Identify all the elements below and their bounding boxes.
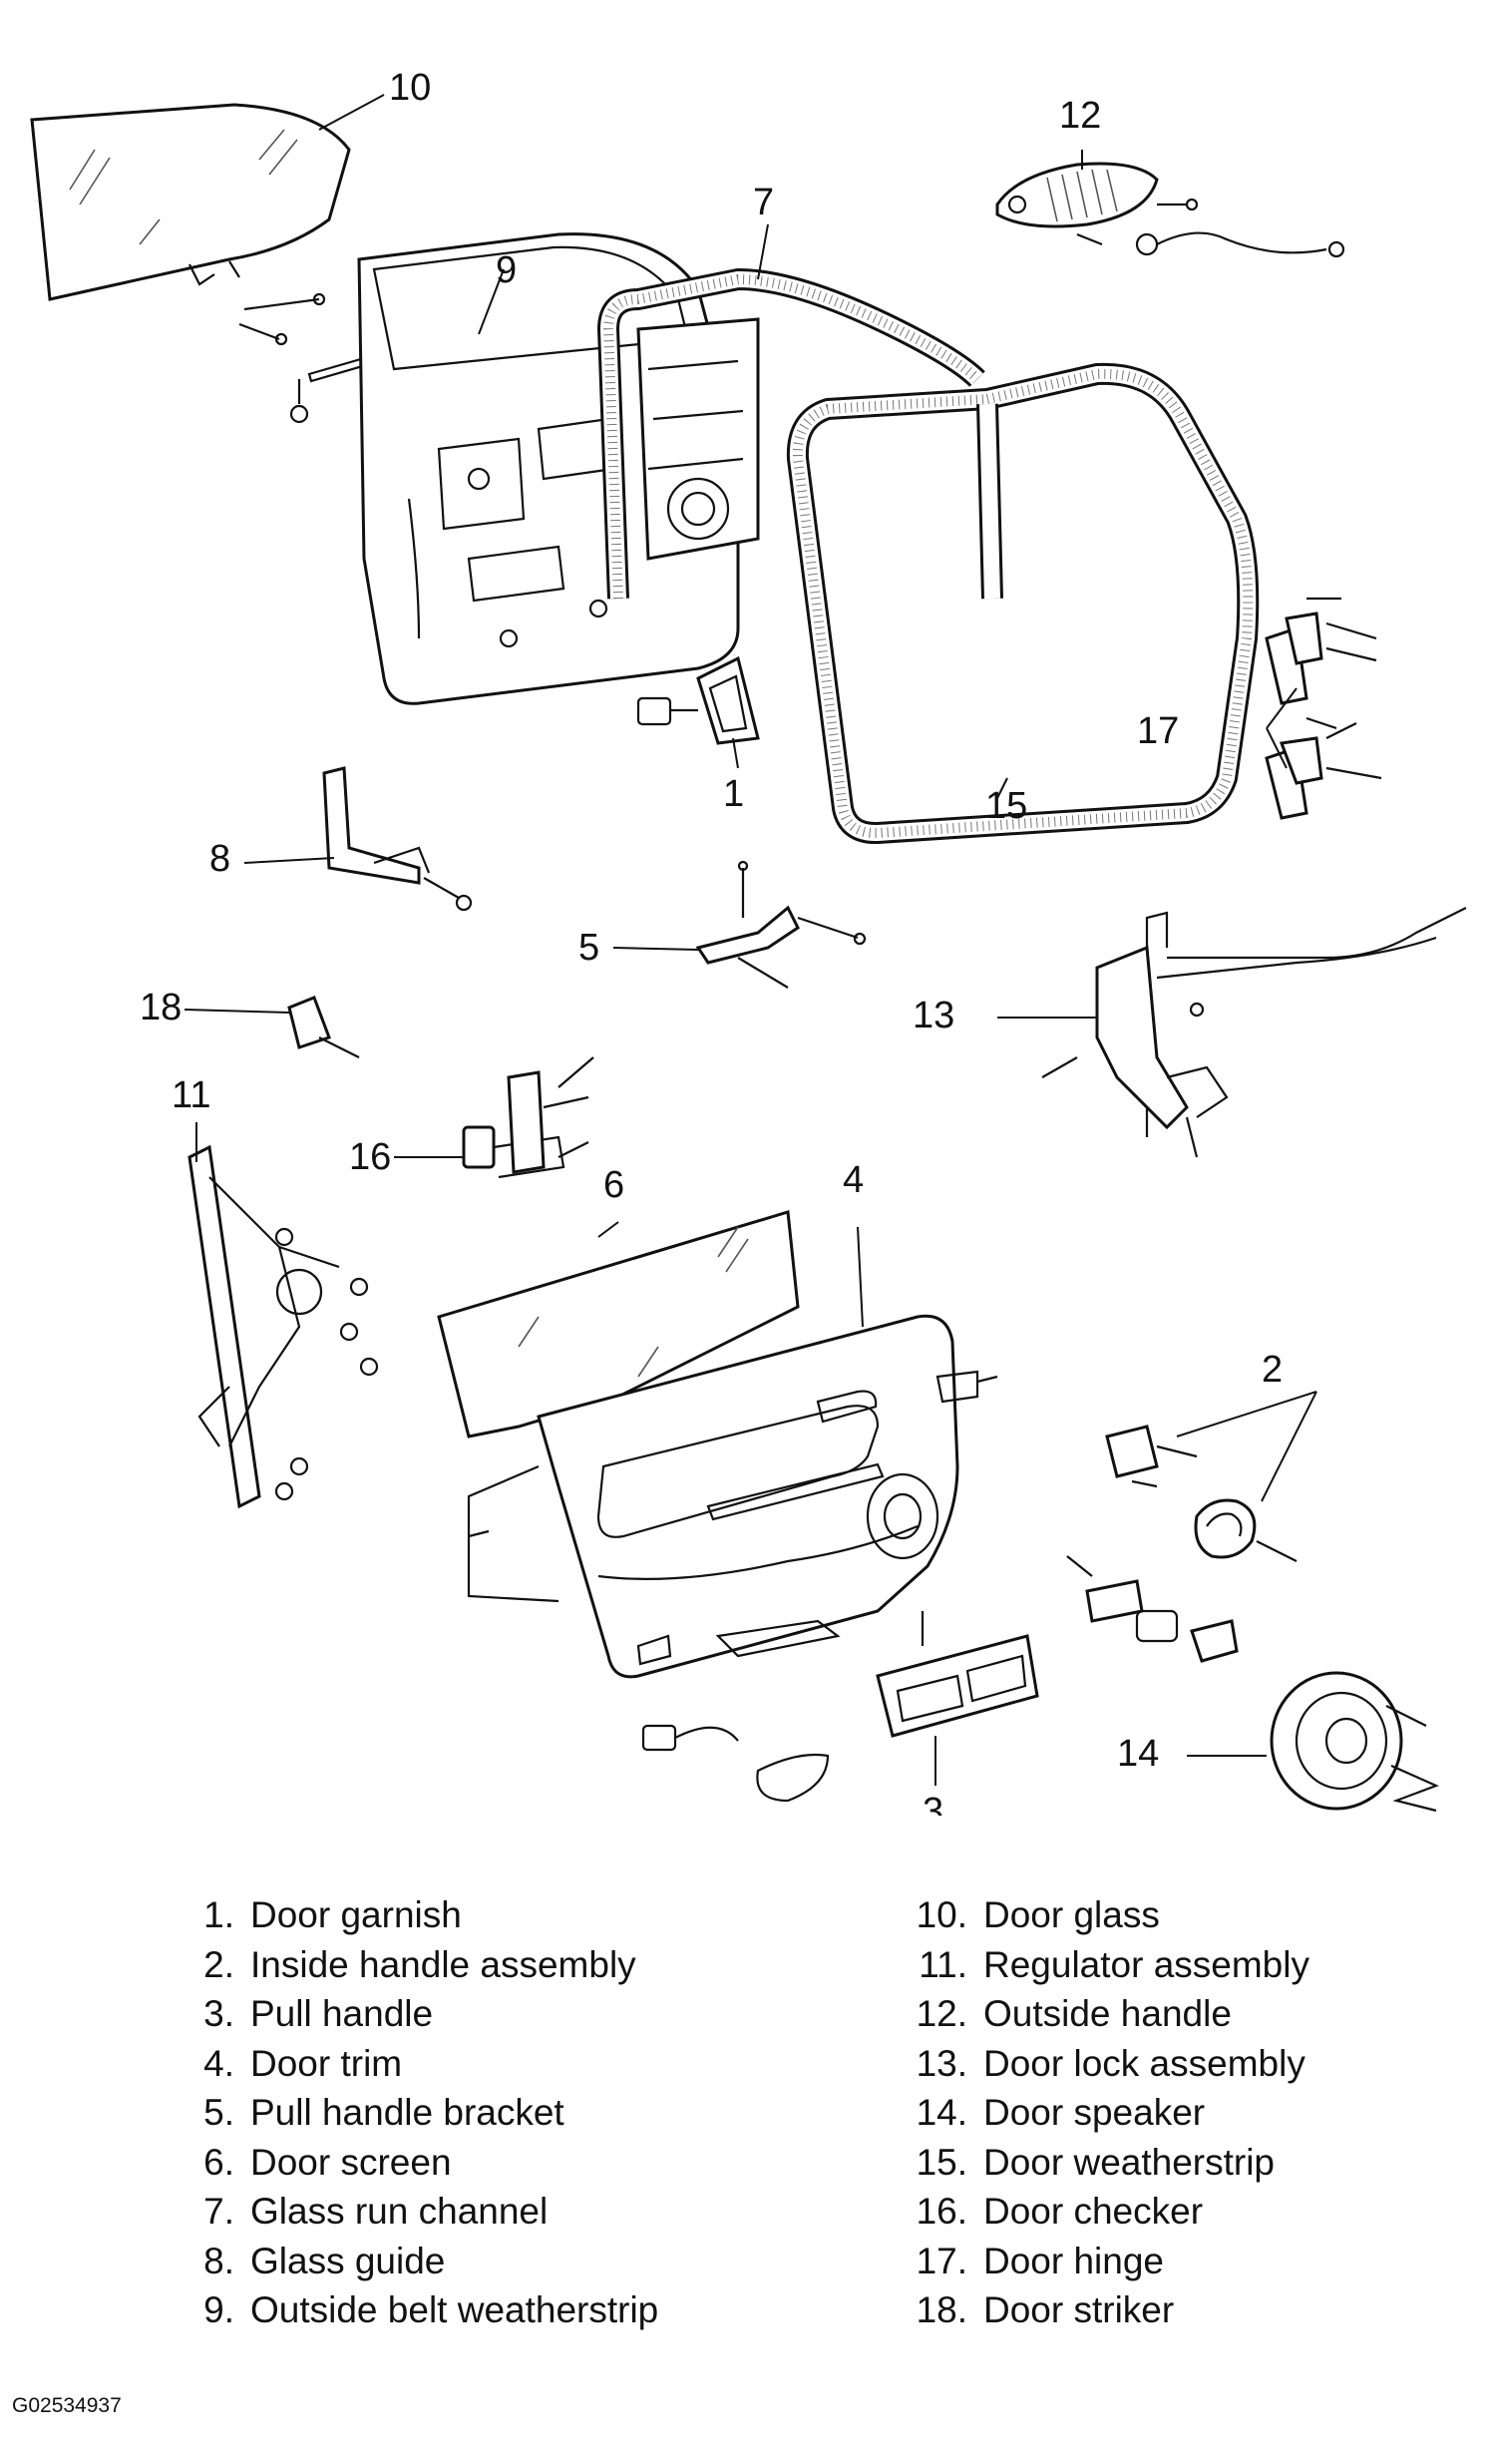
legend-num: 18. (916, 2289, 967, 2330)
leader-lines (184, 94, 1317, 1786)
callout-10: 10 (389, 67, 431, 109)
door-speaker-drawing (1270, 1671, 1439, 1813)
callout-15: 15 (985, 785, 1027, 827)
callout-12: 12 (1059, 95, 1101, 137)
legend-item-1: 1. Door garnish (175, 1890, 658, 1940)
legend-left-column: 1.Door garnish 2.Inside handle assembly … (175, 1890, 658, 2335)
legend-label: Pull handle bracket (250, 2092, 564, 2133)
legend-label: Door speaker (983, 2092, 1206, 2133)
legend-num: 9. (203, 2289, 234, 2330)
legend-item-6: 6. Door screen (175, 2138, 658, 2188)
callout-4: 4 (843, 1159, 864, 1201)
legend-label: Inside handle assembly (250, 1943, 636, 1985)
legend-num: 13. (916, 2042, 967, 2084)
door-striker-drawing (287, 996, 360, 1058)
pull-handle-drawing (876, 1611, 1039, 1738)
legend-num: 2. (203, 1943, 234, 1985)
legend-item-10: 10. Door glass (893, 1890, 1309, 1940)
legend-label: Door checker (983, 2191, 1204, 2232)
legend-num: 10. (916, 1894, 967, 1935)
legend-item-12: 12. Outside handle (893, 1989, 1309, 2039)
legend-num: 12. (916, 1993, 967, 2034)
legend-item-2: 2. Inside handle assembly (175, 1940, 658, 1990)
legend-num: 5. (203, 2092, 234, 2133)
door-hinge-drawing (1265, 597, 1382, 820)
callout-5: 5 (578, 927, 599, 969)
door-outer-sheet-drawing (636, 317, 760, 561)
door-garnish-drawing (636, 655, 760, 745)
legend-item-9: 9. Outside belt weatherstrip (175, 2285, 658, 2335)
legend-label: Door hinge (983, 2240, 1165, 2281)
legend-num: 14. (916, 2092, 967, 2133)
legend-label: Door trim (250, 2042, 403, 2084)
callout-16: 16 (349, 1136, 391, 1178)
callout-18: 18 (140, 987, 182, 1028)
legend-label: Outside belt weatherstrip (250, 2289, 659, 2330)
legend-label: Pull handle (250, 1993, 434, 2034)
legend-item-5: 5. Pull handle bracket (175, 2088, 658, 2138)
figure-id: G02534937 (12, 2394, 122, 2417)
callout-14: 14 (1117, 1733, 1159, 1775)
inside-handle-assembly-drawing (1066, 1425, 1298, 1663)
outside-handle-drawing (995, 162, 1345, 258)
callout-2: 2 (1262, 1349, 1283, 1391)
regulator-assembly-drawing (187, 1144, 379, 1509)
legend-right-column: 10. Door glass 11. Regulator assembly 12. O… (893, 1890, 1309, 2335)
legend-num: 4. (203, 2042, 234, 2084)
legend-num: 16. (916, 2191, 967, 2232)
legend-item-15: 15. Door weatherstrip (893, 2138, 1309, 2188)
door-glass-drawing (30, 103, 351, 346)
legend-item-11: 11. Regulator assembly (893, 1940, 1309, 1990)
legend-item-14: 14. Door speaker (893, 2088, 1309, 2138)
legend-label: Door weatherstrip (983, 2141, 1276, 2183)
legend-label: Outside handle (983, 1993, 1232, 2034)
legend-label: Door lock assembly (983, 2042, 1305, 2084)
door-weatherstrip-drawing (786, 362, 1260, 844)
callout-8: 8 (209, 838, 230, 880)
callout-1: 1 (723, 773, 744, 815)
legend-item-7: 7. Glass run channel (175, 2187, 658, 2237)
callout-17: 17 (1137, 710, 1179, 752)
callout-13: 13 (913, 995, 954, 1036)
legend-label: Regulator assembly (983, 1943, 1309, 1985)
legend-label: Door garnish (250, 1894, 462, 1935)
door-checker-drawing (462, 1056, 594, 1179)
callout-3: 3 (923, 1791, 943, 1816)
legend-num: 11. (919, 1943, 967, 1985)
callout-7: 7 (753, 182, 774, 223)
legend-item-3: 3. Pull handle (175, 1989, 658, 2039)
legend-num: 1. (203, 1894, 234, 1935)
legend-item-16: 16. Door checker (893, 2187, 1309, 2237)
legend-num: 17. (916, 2240, 967, 2281)
legend-num: 6. (203, 2141, 234, 2183)
legend-label: Door glass (983, 1894, 1160, 1935)
callout-9: 9 (496, 249, 517, 291)
legend-num: 7. (203, 2191, 234, 2232)
legend-item-8: 8. Glass guide (175, 2237, 658, 2286)
glass-run-channel-drawing (597, 268, 985, 600)
legend-label: Door screen (250, 2141, 452, 2183)
legend-num: 15. (916, 2141, 967, 2183)
legend-item-13: 13. Door lock assembly (893, 2039, 1309, 2089)
courtesy-lamp-drawing (641, 1724, 830, 1803)
pull-handle-bracket-drawing (695, 860, 867, 989)
glass-guide-drawing (322, 766, 473, 912)
legend-item-18: 18. Door striker (893, 2285, 1309, 2335)
callout-11: 11 (172, 1074, 210, 1116)
door-trim-drawing (467, 1314, 998, 1679)
exploded-door-diagram: 10 7 9 12 1 15 17 8 5 13 18 11 16 6 4 2 … (30, 67, 1467, 1816)
legend-label: Glass guide (250, 2240, 446, 2281)
door-lock-assembly-drawing (1041, 907, 1467, 1158)
callout-6: 6 (603, 1164, 624, 1206)
legend-item-4: 4. Door trim (175, 2039, 658, 2089)
legend-item-17: 17. Door hinge (893, 2237, 1309, 2286)
legend-label: Glass run channel (250, 2191, 549, 2232)
legend-label: Door striker (983, 2289, 1175, 2330)
legend-num: 8. (203, 2240, 234, 2281)
legend-num: 3. (203, 1993, 234, 2034)
